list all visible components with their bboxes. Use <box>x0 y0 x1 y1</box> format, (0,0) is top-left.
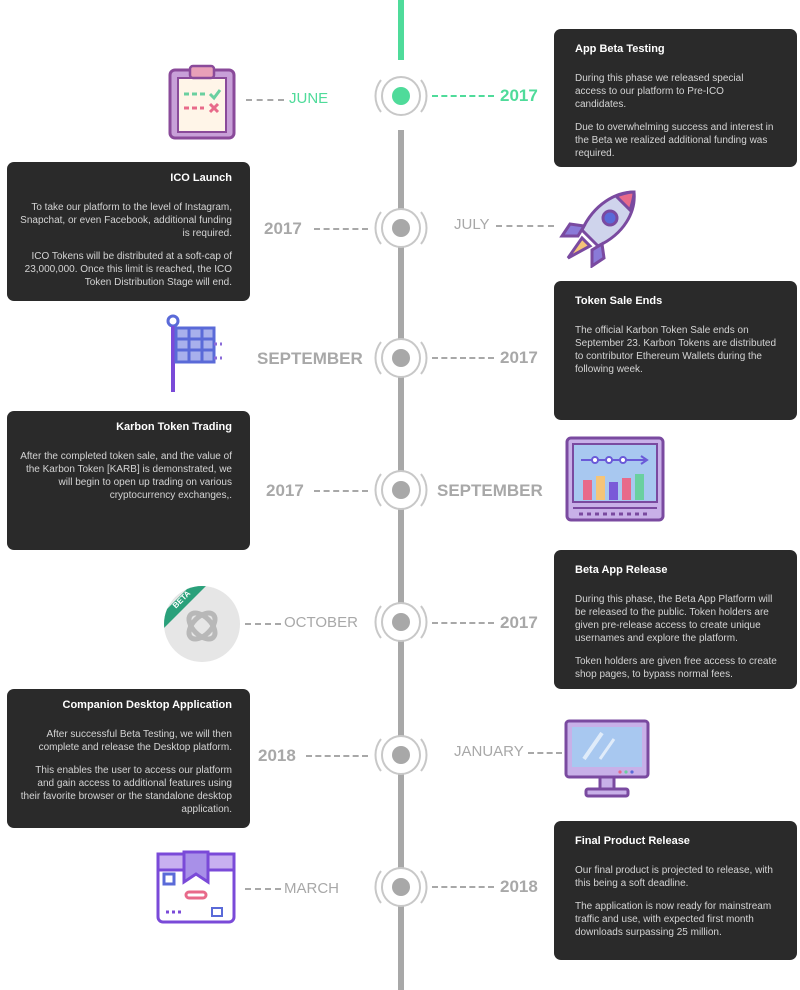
timeline-node[interactable] <box>371 328 431 388</box>
flag-icon <box>166 314 222 392</box>
connector-dash <box>432 95 494 99</box>
milestone-text: The official Karbon Token Sale ends on S… <box>575 325 777 375</box>
milestone-title: Token Sale Ends <box>575 295 663 307</box>
milestone-text: After successful Beta Testing, we will t… <box>38 729 232 753</box>
milestone-text: Due to overwhelming success and interest… <box>575 122 774 159</box>
connector-dash <box>528 752 562 756</box>
connector-dash <box>314 228 368 232</box>
month-label: MARCH <box>284 880 339 897</box>
connector-dash <box>306 755 368 759</box>
box-icon <box>156 850 236 924</box>
connector-dash <box>432 622 494 626</box>
chart-board-icon <box>565 436 665 522</box>
timeline-node-active[interactable] <box>371 66 431 126</box>
timeline-node[interactable] <box>371 725 431 785</box>
timeline-node[interactable] <box>371 592 431 652</box>
clipboard-icon <box>168 64 236 140</box>
connector-dash <box>432 357 494 361</box>
milestone-title: Companion Desktop Application <box>62 699 233 711</box>
milestone-title: App Beta Testing <box>575 43 665 55</box>
milestone-text: This enables the user to access our plat… <box>20 765 232 815</box>
year-label: 2018 <box>258 746 296 765</box>
milestone-text: Our final product is projected to releas… <box>575 865 773 889</box>
timeline-node[interactable] <box>371 198 431 258</box>
year-label: 2017 <box>266 481 304 500</box>
milestone-title: Karbon Token Trading <box>116 421 232 433</box>
rocket-icon <box>559 190 636 268</box>
milestone-text: During this phase, the Beta App Platform… <box>575 594 773 644</box>
monitor-icon <box>564 719 650 798</box>
timeline-node[interactable] <box>371 460 431 520</box>
milestone-text: ICO Tokens will be distributed at a soft… <box>24 251 232 288</box>
milestone-card: Token Sale Ends The official Karbon Toke… <box>554 281 797 420</box>
timeline-spine <box>398 130 404 990</box>
milestone-card: Final Product Release Our final product … <box>554 821 797 960</box>
timeline-spine-active <box>398 0 404 60</box>
connector-dash <box>314 490 368 494</box>
milestone-card: Companion Desktop Application After succ… <box>7 689 250 828</box>
milestone-card: App Beta Testing During this phase we re… <box>554 29 797 167</box>
year-label: 2017 <box>500 348 538 367</box>
connector-dash <box>246 99 284 103</box>
milestone-text: Token holders are given free access to c… <box>575 656 777 680</box>
milestone-card: Beta App Release During this phase, the … <box>554 550 797 689</box>
month-label: JULY <box>454 216 490 233</box>
month-label: SEPTEMBER <box>437 481 543 500</box>
milestone-text: During this phase we released special ac… <box>575 73 744 110</box>
year-label: 2017 <box>500 86 538 105</box>
milestone-card: ICO Launch To take our platform to the l… <box>7 162 250 301</box>
connector-dash <box>245 888 281 892</box>
connector-dash <box>496 225 554 229</box>
month-label: JANUARY <box>454 743 524 760</box>
month-label: SEPTEMBER <box>257 349 363 368</box>
year-label: 2018 <box>500 877 538 896</box>
month-label: OCTOBER <box>284 614 358 631</box>
beta-logo-icon <box>164 586 240 662</box>
month-label: JUNE <box>289 90 329 107</box>
milestone-card: Karbon Token Trading After the completed… <box>7 411 250 550</box>
year-label: 2017 <box>264 219 302 238</box>
milestone-title: Final Product Release <box>575 835 690 847</box>
milestone-title: Beta App Release <box>575 564 668 576</box>
timeline-node[interactable] <box>371 857 431 917</box>
milestone-text: To take our platform to the level of Ins… <box>20 202 232 239</box>
milestone-text: After the completed token sale, and the … <box>20 451 232 501</box>
milestone-title: ICO Launch <box>170 172 232 184</box>
milestone-text: The application is now ready for mainstr… <box>575 901 772 938</box>
year-label: 2017 <box>500 613 538 632</box>
connector-dash <box>432 886 494 890</box>
connector-dash <box>245 623 281 627</box>
